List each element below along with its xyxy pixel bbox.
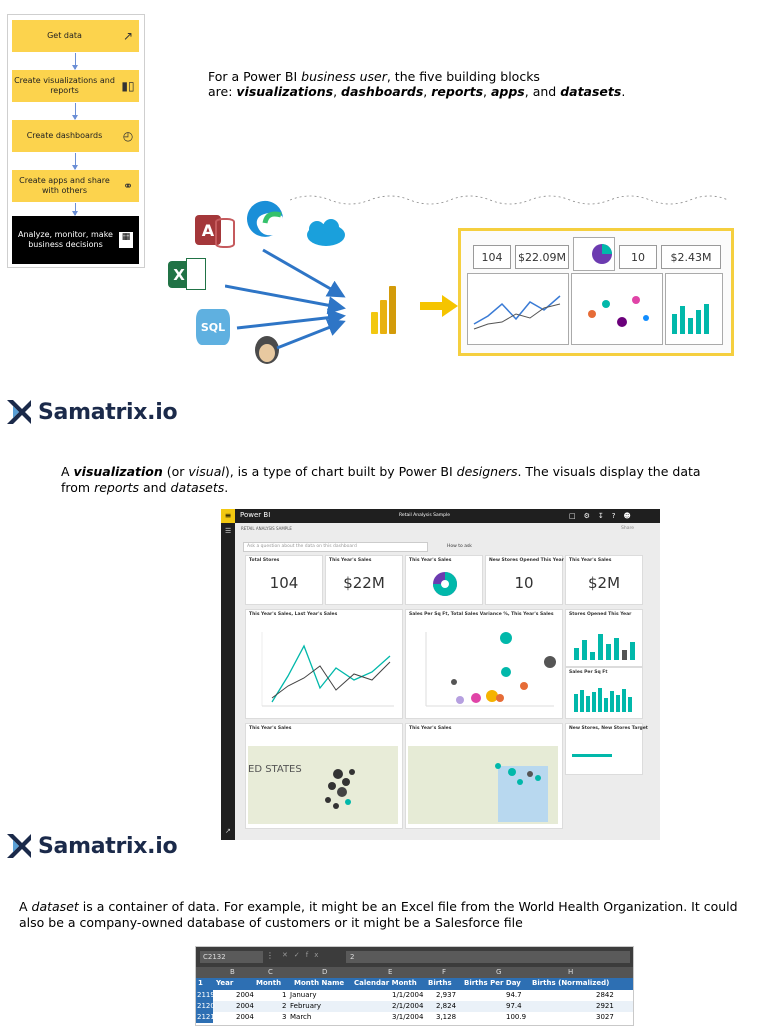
tile-target[interactable]: New Stores, New Stores Target xyxy=(565,723,648,775)
waffle-icon[interactable]: ≡ xyxy=(221,509,235,523)
report-preview: 104 $22.09M 10 $2.43M xyxy=(458,228,734,356)
map-area[interactable]: ED STATES xyxy=(248,746,398,824)
formula-icons: ⋮ xyxy=(266,951,274,960)
tile-stores-opened[interactable]: Stores Opened This Year xyxy=(565,609,643,667)
powerbi-app-name: Power BI xyxy=(240,511,271,519)
tile-sales-pie[interactable]: This Year's Sales xyxy=(405,555,483,605)
step-create-apps: Create apps and share with others ⚭ xyxy=(12,170,139,202)
report-title: Retail Analysis Sample xyxy=(399,513,450,518)
pie-tile xyxy=(573,237,615,271)
step-create-visualizations: Create visualizations and reports ▮▯ xyxy=(12,70,139,102)
breadcrumb: RETAIL ANALYSIS SAMPLE xyxy=(241,526,292,531)
water-area xyxy=(498,766,548,822)
top-bar-icons[interactable]: □⚙↧?☻ xyxy=(569,512,639,520)
line-tile xyxy=(467,273,569,345)
samatrix-mark-icon xyxy=(3,396,35,428)
bar-tile xyxy=(665,273,723,345)
samatrix-wordmark: Samatrix.io xyxy=(38,833,178,859)
fx-icon[interactable]: ✕✓fx xyxy=(282,951,325,959)
kpi-tile: $22.09M xyxy=(515,245,569,269)
step-create-dashboards: Create dashboards ◴ xyxy=(12,120,139,152)
share-button[interactable]: Share xyxy=(621,526,634,531)
step-get-data: Get data ↗ xyxy=(12,20,139,52)
tile-scatter-chart[interactable]: Sales Per Sq Ft, Total Sales Variance %,… xyxy=(405,609,563,719)
excel-icon: X xyxy=(168,261,190,288)
kpi-tile: 10 xyxy=(619,245,657,269)
nav-menu-icon[interactable]: ☰ xyxy=(225,527,232,535)
step-label: Get data xyxy=(47,31,82,40)
tile-map-1[interactable]: This Year's Sales ED STATES xyxy=(245,723,403,829)
source-arrows xyxy=(225,248,346,350)
yellow-arrow xyxy=(420,295,458,317)
intro-text: For a Power BI business user, the five b… xyxy=(208,69,626,99)
dataset-paragraph: A dataset is a container of data. For ex… xyxy=(19,899,738,930)
power-bi-logo xyxy=(371,286,397,334)
samatrix-logo: Samatrix.io xyxy=(3,830,178,862)
visualization-paragraph: A visualization (or visual), is a type o… xyxy=(61,464,701,495)
tile-total-stores[interactable]: Total Stores 104 xyxy=(245,555,323,605)
sql-icon: SQL xyxy=(196,309,230,345)
header-row: 1 Year Month Month Name Calendar Month B… xyxy=(196,978,633,990)
target-bar xyxy=(572,754,612,757)
kpi-tile: $2.43M xyxy=(661,245,721,269)
table-row[interactable]: 2119 2004 1 January 1/1/2004 2,937 94.7 … xyxy=(196,990,614,1001)
table-row[interactable]: 2120 2004 2 February 2/1/2004 2,824 97.4… xyxy=(196,1001,633,1012)
excel-sheet-icon xyxy=(186,258,206,290)
excel-screenshot: C2132 ⋮ ✕✓fx 2 B C D E F G H 1 Year Mont… xyxy=(195,946,634,1026)
how-to-ask-link[interactable]: How to ask xyxy=(447,544,472,549)
mailchimp-icon xyxy=(255,336,279,364)
samatrix-mark-icon xyxy=(3,830,35,862)
kpi-tile: 104 xyxy=(473,245,511,269)
qa-input[interactable]: Ask a question about the data on this da… xyxy=(243,542,428,552)
edge-icon xyxy=(247,200,284,237)
building-blocks-flow: Get data ↗ Create visualizations and rep… xyxy=(7,14,145,268)
step-label: Create dashboards xyxy=(26,131,103,140)
step-label: Create apps and share with others xyxy=(19,176,110,195)
powerbi-top-bar: ≡ Power BI Retail Analysis Sample □⚙↧?☻ xyxy=(221,509,660,523)
expand-icon[interactable]: ↗ xyxy=(225,827,231,835)
powerbi-left-nav: ☰ ↗ xyxy=(221,523,235,840)
formula-bar: C2132 ⋮ ✕✓fx 2 xyxy=(196,947,633,967)
gauge-icon: ◴ xyxy=(122,129,134,143)
tile-sales-2[interactable]: This Year's Sales $2M xyxy=(565,555,643,605)
tile-line-chart[interactable]: This Year's Sales, Last Year's Sales xyxy=(245,609,403,719)
column-letters: B C D E F G H xyxy=(196,967,633,978)
report-icon: ▦ xyxy=(119,232,133,248)
share-icon: ⚭ xyxy=(122,179,134,193)
tile-map-2[interactable]: This Year's Sales xyxy=(405,723,563,829)
samatrix-wordmark: Samatrix.io xyxy=(38,399,178,425)
map-label: ED STATES xyxy=(248,764,302,775)
bar-chart-icon: ▮▯ xyxy=(121,79,135,93)
formula-input[interactable]: 2 xyxy=(346,951,630,963)
tile-this-year-sales[interactable]: This Year's Sales $22M xyxy=(325,555,403,605)
salesforce-icon xyxy=(307,219,345,246)
map-area[interactable] xyxy=(408,746,558,824)
tile-new-stores[interactable]: New Stores Opened This Year 10 xyxy=(485,555,564,605)
tile-sales-per-sqft[interactable]: Sales Per Sq Ft xyxy=(565,667,643,719)
name-box[interactable]: C2132 xyxy=(200,951,263,963)
arrow-icon: ↗ xyxy=(122,29,134,43)
step-label: Create visualizations and reports xyxy=(14,76,115,95)
step-analyze: Analyze, monitor, make business decision… xyxy=(12,216,139,264)
samatrix-logo: Samatrix.io xyxy=(3,396,178,428)
database-icon xyxy=(215,218,235,248)
powerbi-dashboard-screenshot: ≡ Power BI Retail Analysis Sample □⚙↧?☻ … xyxy=(221,509,660,840)
scatter-tile xyxy=(571,273,663,345)
step-label: Analyze, monitor, make business decision… xyxy=(18,230,113,249)
table-row[interactable]: 2121 2004 3 March 3/1/2004 3,128 100.9 3… xyxy=(196,1012,614,1023)
dotted-connector xyxy=(290,195,729,205)
